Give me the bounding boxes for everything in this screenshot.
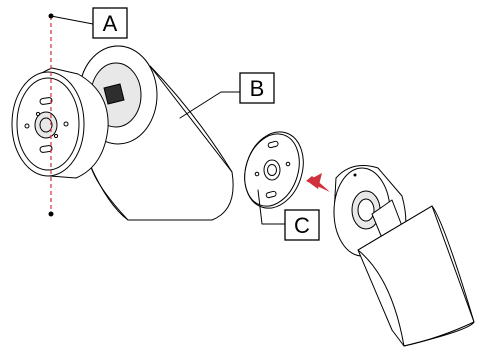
right-cylinder-body xyxy=(357,199,475,347)
callout-c: C xyxy=(284,209,320,241)
callout-b: B xyxy=(239,72,275,104)
callout-c-label: C xyxy=(294,213,310,238)
callout-leaders xyxy=(50,15,286,225)
callout-b-label: B xyxy=(250,76,265,101)
callout-a-label: A xyxy=(103,11,118,36)
left-mounting-base xyxy=(11,67,109,179)
insertion-arrow xyxy=(306,173,330,192)
right-mounting-plate xyxy=(244,131,304,209)
callout-a: A xyxy=(92,7,128,39)
